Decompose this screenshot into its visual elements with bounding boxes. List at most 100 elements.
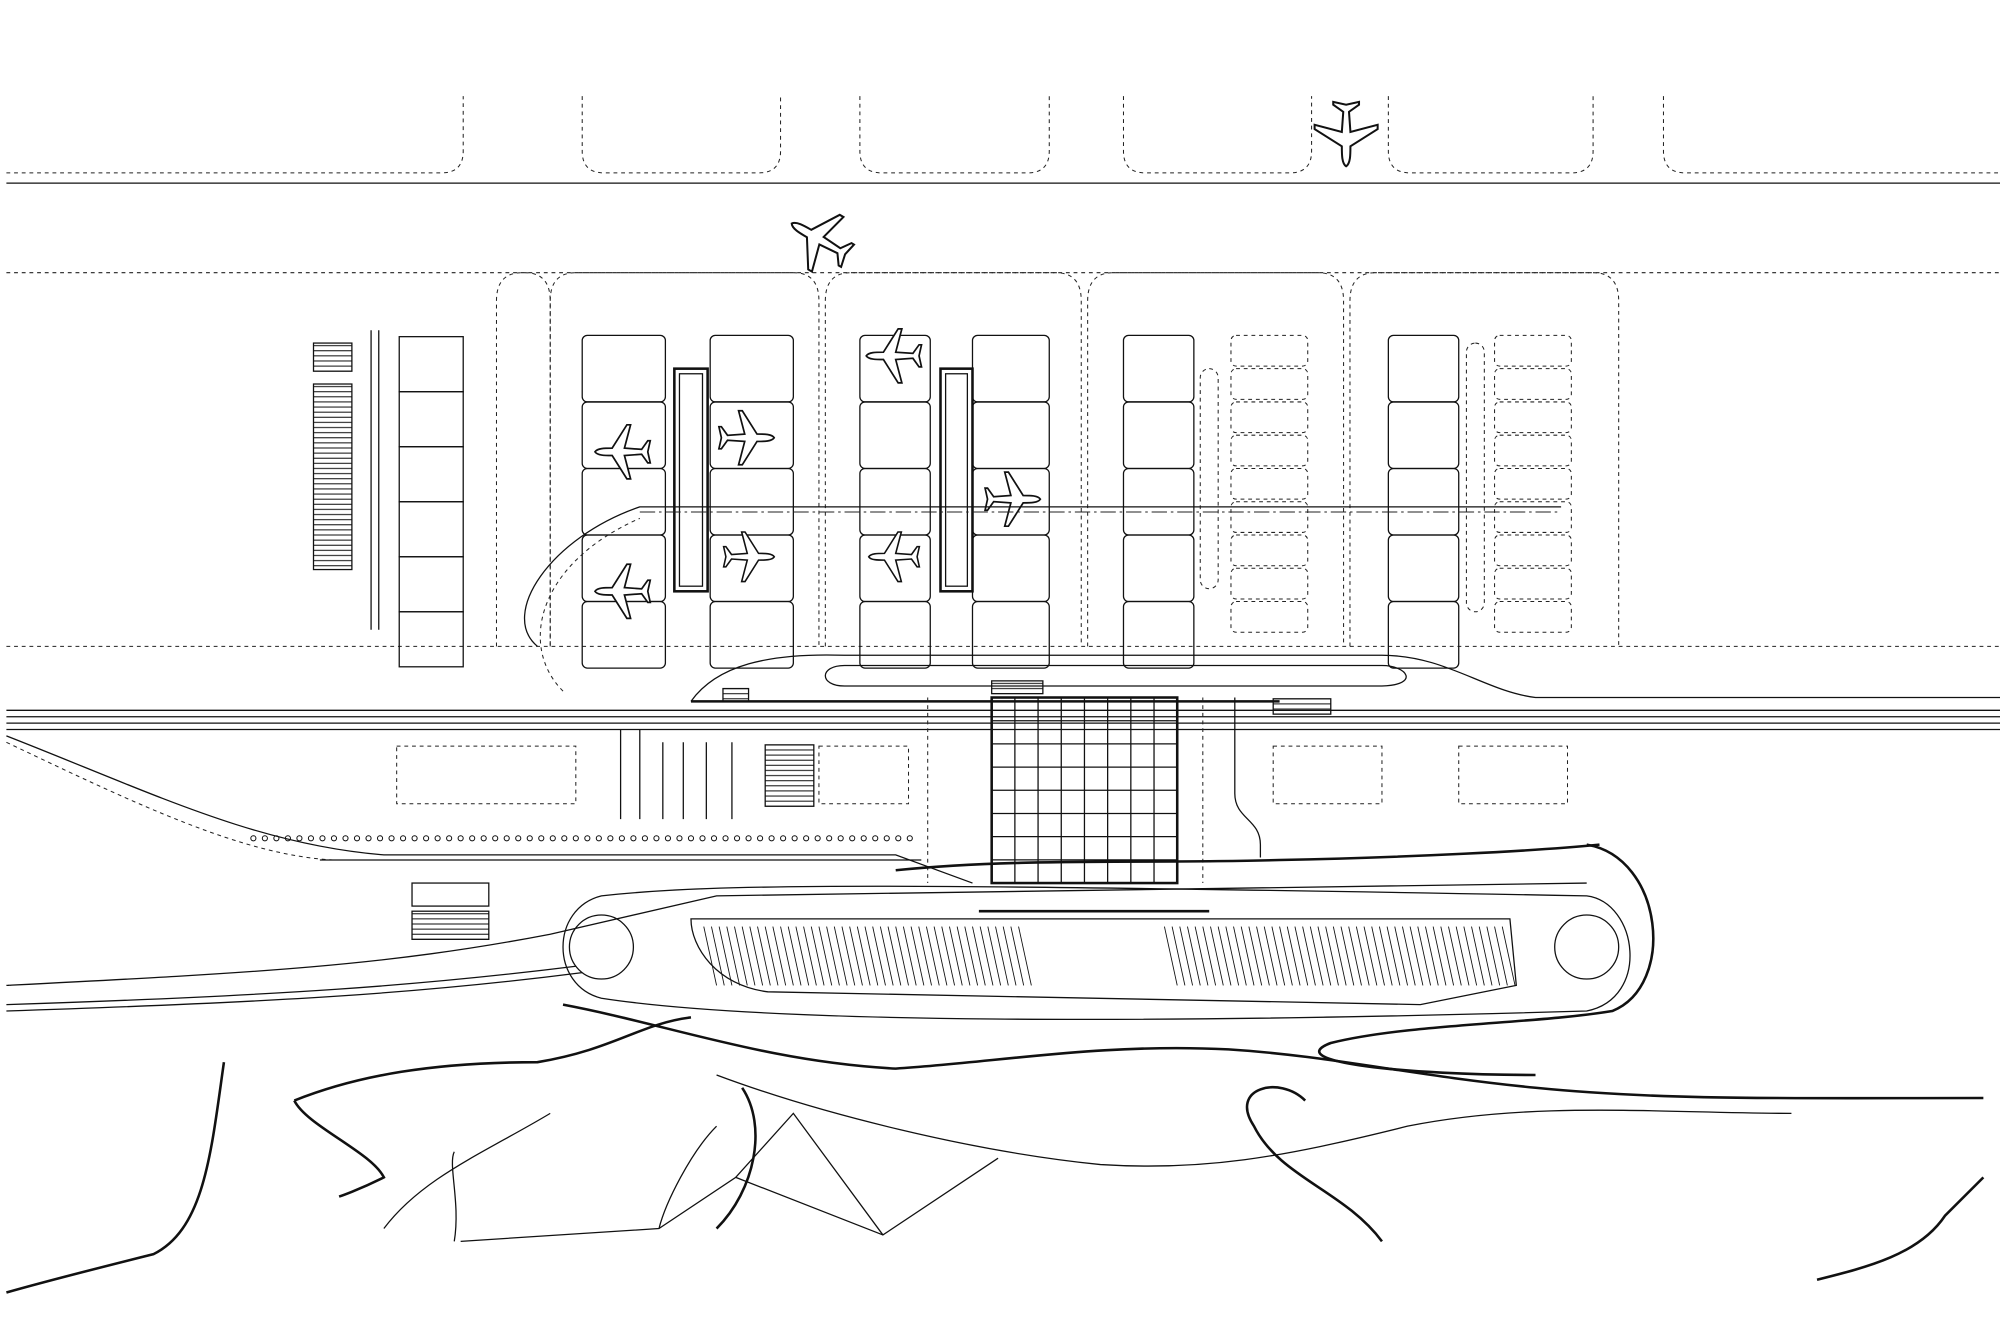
parking-bay xyxy=(918,926,932,986)
parking-bay xyxy=(1401,926,1416,986)
rail-dot xyxy=(733,835,741,842)
rail-dot xyxy=(860,835,867,842)
stand xyxy=(1387,401,1460,470)
rail-dot xyxy=(515,835,522,842)
stand xyxy=(859,401,931,470)
stand xyxy=(709,467,794,536)
parking-bay xyxy=(972,926,986,986)
rail-dot xyxy=(872,835,879,842)
parking-bay xyxy=(1002,926,1017,986)
remote-stand xyxy=(1230,334,1309,367)
parking-bay xyxy=(879,926,894,986)
rail-dot xyxy=(641,835,648,842)
airplane-icon xyxy=(774,195,865,285)
rail-dot xyxy=(699,835,706,842)
rail-dot xyxy=(457,835,464,842)
parking-bay xyxy=(1279,926,1293,986)
rail-dot xyxy=(780,835,787,842)
parking-bay xyxy=(703,926,718,986)
stand-block xyxy=(549,272,820,647)
parking-bay xyxy=(1171,926,1186,986)
parking-bay xyxy=(795,926,810,986)
parking-bay xyxy=(764,926,779,986)
parking-bay xyxy=(1332,926,1347,986)
rail-dot xyxy=(837,835,844,842)
stand xyxy=(859,467,931,536)
rail-dot xyxy=(503,835,510,842)
stand xyxy=(1387,334,1460,403)
rail-dot xyxy=(803,835,810,842)
rail-dot xyxy=(561,835,568,842)
parking-bay xyxy=(757,926,771,986)
stand xyxy=(1387,467,1460,536)
stand xyxy=(1122,401,1195,470)
stand xyxy=(1387,534,1460,603)
parking-bay xyxy=(1263,926,1278,986)
rail-dot xyxy=(664,835,672,842)
rail-dot xyxy=(630,835,637,842)
parking-bay xyxy=(749,926,764,986)
parking-bay xyxy=(810,926,825,986)
parking-bay xyxy=(718,926,733,986)
taxiway-segment xyxy=(859,96,1050,174)
parking-bay xyxy=(949,926,963,986)
parking-bay xyxy=(1018,926,1032,986)
parking-bay xyxy=(1371,926,1385,986)
stand xyxy=(971,534,1050,603)
parking-bay xyxy=(1271,926,1286,986)
parking-bay xyxy=(1202,926,1217,986)
stand xyxy=(859,600,931,669)
parking-bay xyxy=(995,926,1009,986)
terminal-grid-icon xyxy=(927,696,1262,885)
rail-dot xyxy=(365,835,372,842)
parking-bay xyxy=(887,926,902,986)
taxiway-segment xyxy=(581,96,782,174)
rail-dot xyxy=(607,835,614,842)
remote-stand xyxy=(1230,501,1309,533)
stand xyxy=(971,334,1050,403)
rail-dot xyxy=(814,835,821,842)
cargo-building xyxy=(312,330,380,630)
airplane-icon xyxy=(1313,100,1379,168)
parking-bay xyxy=(1478,926,1493,986)
parking-bay xyxy=(1425,926,1439,986)
stand xyxy=(398,611,464,668)
stand xyxy=(581,467,667,536)
taxiway-lanes xyxy=(6,96,2000,647)
rail-dot xyxy=(273,835,280,842)
remote-stand xyxy=(1494,434,1572,467)
parking-bay xyxy=(1455,926,1470,986)
stand xyxy=(398,501,464,558)
stand-block xyxy=(824,272,1082,647)
parking-bay xyxy=(1317,926,1332,986)
parking-bay xyxy=(1486,926,1501,986)
stand-block xyxy=(495,272,551,647)
remote-stand xyxy=(1230,601,1309,633)
rail-dot xyxy=(411,835,418,842)
rail-dot xyxy=(423,835,430,842)
rail-dot xyxy=(342,835,349,842)
parking-bay xyxy=(910,926,925,986)
service-road xyxy=(1199,368,1219,590)
stand xyxy=(709,334,794,403)
parking-bay xyxy=(1494,926,1508,986)
rail-dot xyxy=(469,835,476,842)
parking-bay xyxy=(849,926,863,986)
parking-bay xyxy=(941,926,956,986)
rail-dot xyxy=(791,835,798,842)
rail-dot xyxy=(768,835,775,842)
rail-dot xyxy=(849,835,856,842)
rail-dot xyxy=(584,835,591,842)
parking-bay xyxy=(803,926,817,986)
rail-dot xyxy=(595,835,602,842)
parking-bay xyxy=(1355,926,1370,986)
remote-stand xyxy=(1494,601,1572,633)
parking-bay xyxy=(1225,926,1240,986)
parking-bay xyxy=(1440,926,1455,986)
parking-bay xyxy=(1240,926,1255,986)
parking-bay xyxy=(987,926,1002,986)
remote-stand xyxy=(1230,567,1309,600)
parking-bay xyxy=(818,926,833,986)
stand xyxy=(1122,534,1195,603)
remote-stand xyxy=(1494,401,1572,434)
